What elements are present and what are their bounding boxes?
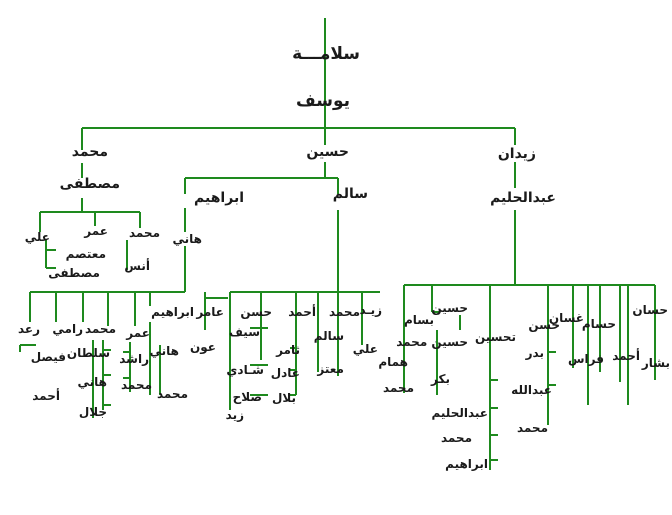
- node-hammam: همام: [378, 355, 408, 369]
- node-ah-mohammed3: محمد: [516, 421, 548, 435]
- node-tahseen: تحسين: [474, 330, 516, 344]
- node-rashed: راشد: [119, 352, 149, 366]
- node-hani-mohammed2: محمد: [120, 378, 152, 392]
- node-hani-hani2: هاني: [149, 344, 179, 358]
- node-salem-mohammed: محمد: [328, 305, 360, 319]
- node-ah-ahmed: أحمد: [612, 349, 640, 363]
- node-adel: عادل: [270, 366, 300, 380]
- node-firas: فراس: [568, 352, 604, 366]
- node-salem-salem: سالم: [313, 329, 344, 343]
- node-faisal: فيصل: [30, 350, 66, 364]
- node-salem-ali: علي: [352, 342, 378, 356]
- node-ah-hassan: حسن: [528, 318, 560, 332]
- node-ah-mohammed: محمد: [382, 381, 414, 395]
- node-yousef: يوسف: [295, 91, 350, 111]
- node-rami: رامي: [52, 322, 83, 336]
- node-abdulhalim: عبدالحليم: [490, 190, 556, 206]
- node-ghassan: غسان: [548, 311, 584, 325]
- node-ibrahim-hani: هاني: [172, 232, 202, 246]
- node-salem-zaid: زيـد: [359, 303, 382, 317]
- node-salem: سالم: [332, 186, 368, 202]
- node-sultan: سلطان: [66, 346, 110, 360]
- node-badr: بدر: [525, 346, 544, 360]
- node-bassam: بسام: [403, 313, 434, 327]
- node-thamer: ثامر: [276, 343, 300, 357]
- node-ah-abdulhalim: عبدالحليم: [431, 406, 488, 420]
- node-mohammed: محمد: [71, 144, 108, 160]
- node-hussein: حسين: [306, 144, 349, 160]
- node-ah-mohammed2: محمد: [440, 431, 472, 445]
- node-ibrahim: ابراهيم: [194, 190, 244, 206]
- node-salem-hassan: حسن: [240, 305, 272, 319]
- node-bakr: بكر: [431, 372, 450, 386]
- node-hussein-mohammed: حسين محمد: [396, 335, 468, 349]
- node-salah: صلاح: [232, 390, 262, 404]
- node-salama: سلامـــة: [292, 44, 360, 64]
- node-amer: عامر: [196, 305, 224, 319]
- node-mustafa-mustafa: مصطفى: [48, 266, 100, 280]
- node-raad: رعد: [17, 322, 40, 336]
- node-zaidan: زيدان: [497, 146, 536, 162]
- node-hani-omar: عمر: [126, 326, 150, 340]
- node-hani-mohammed3: محمد: [156, 387, 188, 401]
- node-shadi: شـادي: [226, 363, 264, 377]
- node-salem-ahmed: أحمد: [288, 305, 316, 319]
- node-mustafa-ali: علي: [24, 230, 50, 244]
- node-bashar: بشار: [641, 356, 670, 370]
- node-abdullah: عبدالله: [511, 383, 552, 397]
- node-mustafa: مصطفى: [59, 176, 120, 192]
- node-saif: سيف: [229, 325, 260, 339]
- node-mutasim: معتصم: [65, 247, 106, 261]
- node-hassan2: حسان: [632, 303, 668, 317]
- node-jalal: جلال: [78, 405, 107, 419]
- node-moataz: معتز: [317, 362, 344, 376]
- node-hossam: حسام: [581, 317, 616, 331]
- node-aoun: عون: [190, 340, 216, 354]
- node-ah-hussein: حسين: [431, 301, 468, 315]
- node-hani-mohammed: محمد: [84, 322, 116, 336]
- node-hani-ibrahim: ابراهيم: [151, 305, 194, 319]
- node-anas: أنس: [124, 259, 150, 273]
- node-mustafa-mohammed: محمد: [128, 226, 160, 240]
- node-mustafa-omar: عمر: [84, 224, 108, 238]
- node-hani-hani: هاني: [77, 375, 107, 389]
- node-salem-zaid2: زيد: [225, 408, 244, 422]
- node-ah-ibrahim: ابراهيم: [445, 457, 488, 471]
- node-bilal: بلال: [271, 391, 296, 405]
- node-ahmed: أحمد: [32, 389, 60, 403]
